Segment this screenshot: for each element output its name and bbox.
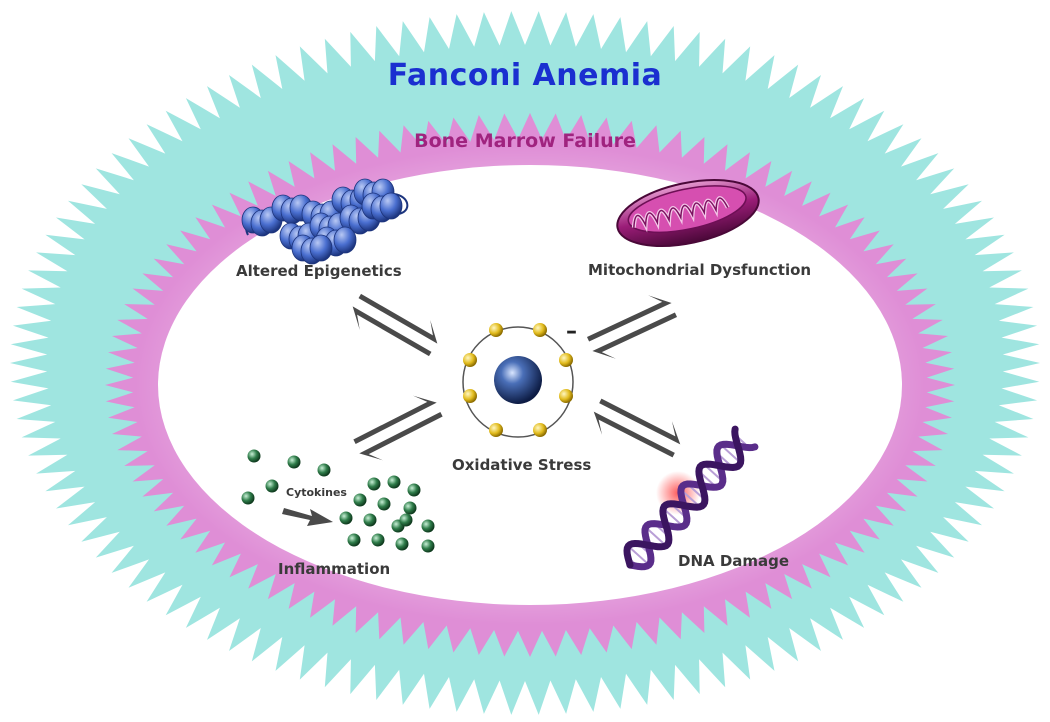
dna-base-pair	[662, 507, 684, 528]
nucleosome-blob	[361, 192, 403, 223]
dna-base-pair	[645, 526, 667, 547]
equilibrium-arrow-epigenetics	[352, 293, 438, 357]
cytokine-particle	[247, 449, 261, 463]
electron-dot	[463, 389, 477, 403]
cytokine-particle	[387, 475, 401, 489]
electron-dot	[489, 423, 503, 437]
node-label-mitochondria: Mitochondrial Dysfunction	[588, 261, 812, 279]
negative-charge-label: –	[566, 319, 577, 344]
electron-dot	[533, 423, 547, 437]
electron-dot	[489, 323, 503, 337]
cytokine-particle	[241, 491, 255, 505]
chromatin-icon	[241, 178, 409, 265]
cytokine-particle	[367, 477, 381, 491]
cytokine-particle	[403, 501, 417, 515]
equilibrium-arrow-inflammation	[353, 395, 443, 461]
equilibrium-arrow-mitochondria	[586, 295, 678, 359]
nucleosome-blob	[241, 206, 283, 237]
cytokine-particle	[339, 511, 353, 525]
mitochondrion-icon	[616, 179, 760, 247]
cytokine-particle	[265, 479, 279, 493]
cytokine-particle	[363, 513, 377, 527]
dna-helix-icon	[623, 425, 759, 571]
dna-base-pair	[627, 545, 650, 566]
superoxide-atom-icon: –	[462, 319, 577, 438]
cytokine-particle	[399, 513, 413, 527]
cytokine-particle	[287, 455, 301, 469]
electron-dot	[559, 353, 573, 367]
node-label-inflammation: Inflammation	[278, 560, 391, 578]
cytokine-particle	[407, 483, 421, 497]
cytokine-particle	[353, 493, 367, 507]
cytokine-particles-icon	[241, 449, 435, 553]
dna-base-pair	[720, 444, 742, 464]
electron-dot	[533, 323, 547, 337]
cytokine-particle	[347, 533, 361, 547]
node-label-epigenetics: Altered Epigenetics	[236, 262, 402, 280]
cytokine-particle	[421, 519, 435, 533]
node-label-dna-damage: DNA Damage	[678, 552, 790, 570]
cytokine-particle	[371, 533, 385, 547]
diagram-title: Fanconi Anemia	[387, 58, 663, 93]
diagram-subtitle: Bone Marrow Failure	[414, 130, 636, 152]
cytokine-arrow-icon	[282, 508, 333, 526]
electron-dot	[463, 353, 477, 367]
nucleosome-blob	[291, 234, 333, 265]
cytokine-particle	[377, 497, 391, 511]
electron-dot	[559, 389, 573, 403]
center-label-oxidative-stress: Oxidative Stress	[452, 456, 592, 474]
cytokines-label: Cytokines	[286, 486, 347, 499]
cytokine-particle	[421, 539, 435, 553]
cytokine-particle	[317, 463, 331, 477]
equilibrium-arrow-dna	[593, 398, 681, 458]
cytokine-particle	[395, 537, 409, 551]
